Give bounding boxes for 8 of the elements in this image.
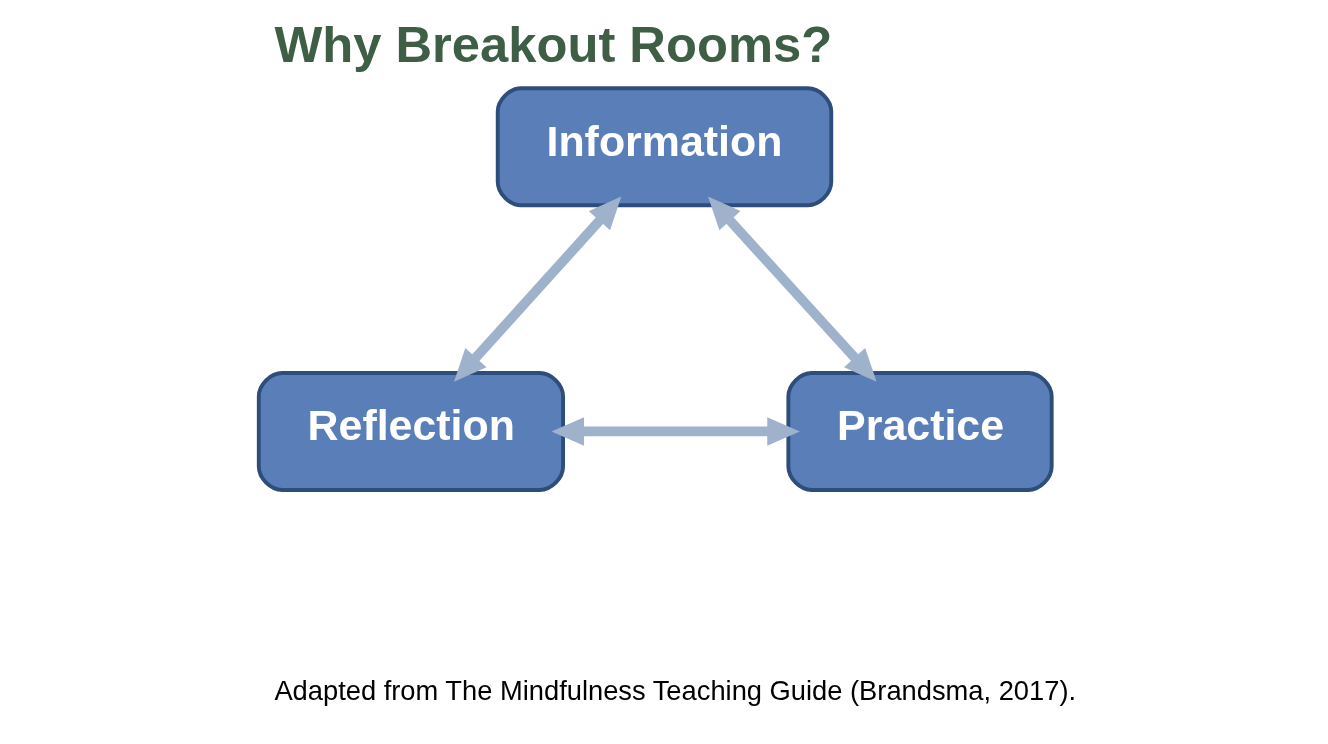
arrow [707,196,877,382]
node-box: Practice [785,371,1054,492]
node-box: Reflection [256,371,565,492]
diagram-title: Why Breakout Rooms? [273,16,832,74]
caption: Adapted from The Mindfulness Teaching Guide (Brandsma, 2017). [273,675,1076,707]
node-box: Information [495,86,833,208]
arrow [453,196,621,382]
arrow [550,417,800,446]
